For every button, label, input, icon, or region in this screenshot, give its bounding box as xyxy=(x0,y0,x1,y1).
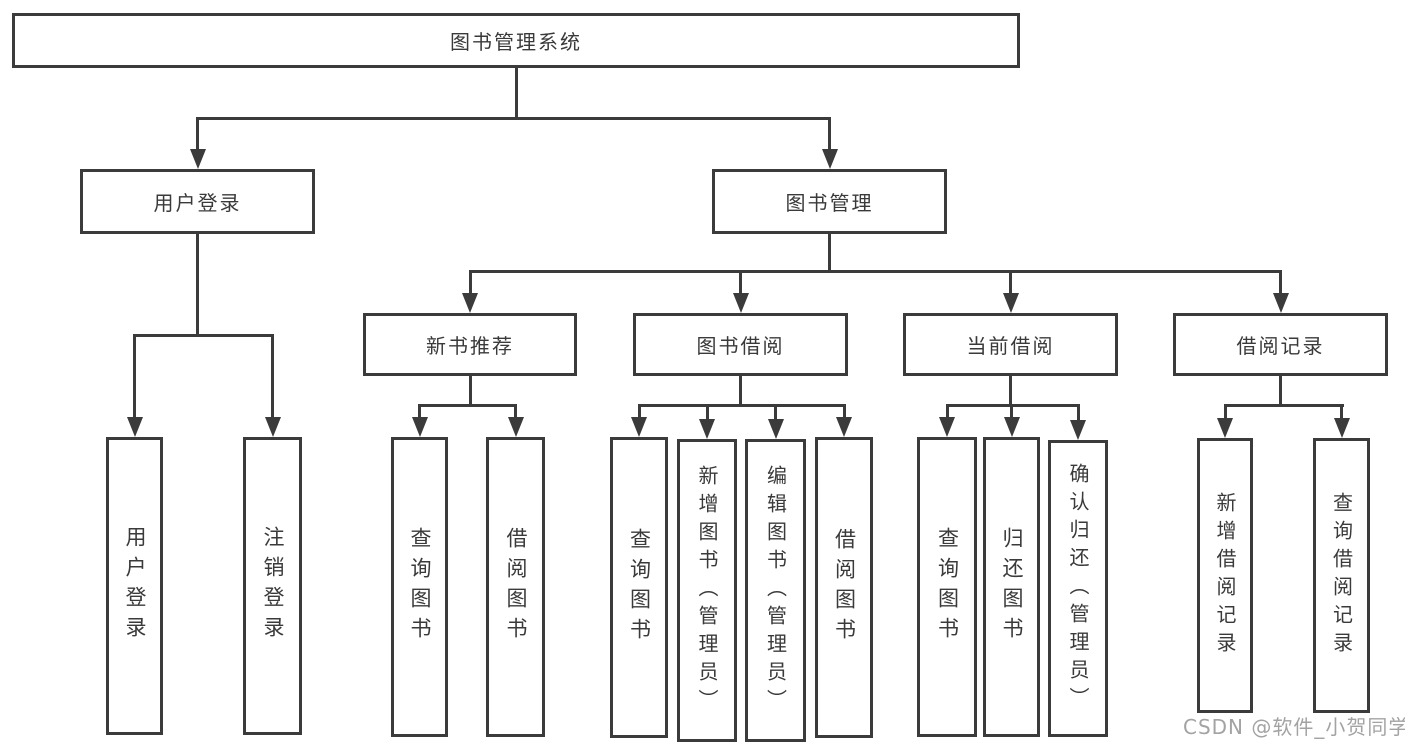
node-root: 图书管理系统 xyxy=(12,13,1020,68)
connector-v xyxy=(418,404,421,418)
leaf-label: 归还图书 xyxy=(1000,527,1024,647)
node-book-management: 图书管理 xyxy=(712,169,947,234)
leaf-label: 用户登录 xyxy=(123,526,147,646)
arrow-down-icon xyxy=(508,417,524,437)
leaf-borrow-books: 借阅图书 xyxy=(815,437,873,738)
leaf-label: 查询图书 xyxy=(627,527,652,648)
connector-v xyxy=(514,404,517,418)
leaf-query-books-recommend: 查询图书 xyxy=(391,437,448,737)
node-user-login: 用户登录 xyxy=(80,169,315,234)
arrow-down-icon xyxy=(699,419,715,439)
arrow-down-icon xyxy=(631,417,647,437)
connector-v xyxy=(1010,404,1013,418)
connector-h xyxy=(1224,404,1344,407)
arrow-down-icon xyxy=(768,419,784,439)
arrow-down-icon xyxy=(1273,293,1289,313)
connector-v xyxy=(739,270,742,294)
arrow-down-icon xyxy=(836,417,852,437)
connector-v xyxy=(469,376,472,407)
connector-v xyxy=(739,376,742,407)
node-label: 图书管理系统 xyxy=(450,30,582,54)
connector-v xyxy=(946,404,949,418)
node-label: 图书管理 xyxy=(785,191,874,215)
connector-h xyxy=(638,404,846,407)
connector-v xyxy=(271,334,274,418)
arrow-down-icon xyxy=(939,417,955,437)
leaf-label: 新增图书（管理员） xyxy=(695,464,719,717)
connector-v xyxy=(828,234,831,273)
connector-v xyxy=(1279,376,1282,407)
arrow-down-icon xyxy=(1003,293,1019,313)
connector-v xyxy=(133,334,136,418)
connector-v xyxy=(843,404,846,418)
leaf-query-books-current: 查询图书 xyxy=(917,437,977,737)
connector-h xyxy=(133,334,274,337)
arrow-down-icon xyxy=(733,293,749,313)
connector-v xyxy=(196,234,199,337)
connector-v xyxy=(196,117,199,150)
connector-v xyxy=(1224,404,1227,419)
csdn-watermark: CSDN @软件_小贺同学 xyxy=(1183,715,1405,739)
leaf-label: 编辑图书（管理员） xyxy=(763,464,788,717)
connector-v xyxy=(706,404,709,420)
leaf-label: 借阅图书 xyxy=(504,527,528,647)
leaf-add-books-admin: 新增图书（管理员） xyxy=(677,439,737,742)
leaf-label: 借阅图书 xyxy=(832,527,857,648)
node-label: 借阅记录 xyxy=(1236,334,1325,358)
connector-v xyxy=(1009,376,1012,407)
leaf-return-books: 归还图书 xyxy=(983,437,1040,737)
connector-h xyxy=(469,270,1282,273)
leaf-confirm-return-admin: 确认归还（管理员） xyxy=(1048,440,1108,737)
leaf-label: 查询借阅记录 xyxy=(1329,491,1354,660)
leaf-query-books-borrow: 查询图书 xyxy=(610,437,668,738)
leaf-label: 查询图书 xyxy=(408,527,432,647)
arrow-down-icon xyxy=(1070,420,1086,440)
arrow-down-icon xyxy=(1334,418,1350,438)
connector-v xyxy=(828,117,831,150)
connector-v xyxy=(1340,404,1343,419)
leaf-label: 新增借阅记录 xyxy=(1213,491,1237,660)
leaf-label: 查询图书 xyxy=(935,527,960,647)
leaf-add-borrow-record: 新增借阅记录 xyxy=(1197,438,1253,713)
node-book-borrow: 图书借阅 xyxy=(633,313,848,376)
connector-v xyxy=(515,68,518,120)
node-label: 新书推荐 xyxy=(426,334,514,358)
connector-v xyxy=(1077,404,1080,421)
connector-h xyxy=(946,404,1080,407)
connector-h xyxy=(418,404,517,407)
leaf-edit-books-admin: 编辑图书（管理员） xyxy=(745,439,806,742)
node-label: 当前借阅 xyxy=(966,334,1055,358)
node-current-borrow: 当前借阅 xyxy=(903,313,1118,376)
node-label: 图书借阅 xyxy=(696,334,785,358)
leaf-borrow-books-recommend: 借阅图书 xyxy=(486,437,545,737)
leaf-label: 确认归还（管理员） xyxy=(1066,462,1090,715)
leaf-user-login: 用户登录 xyxy=(106,437,163,735)
connector-v xyxy=(774,404,777,420)
node-label: 用户登录 xyxy=(153,191,242,215)
leaf-query-borrow-record: 查询借阅记录 xyxy=(1313,438,1370,713)
leaf-logout: 注销登录 xyxy=(243,437,302,735)
arrow-down-icon xyxy=(412,417,428,437)
arrow-down-icon xyxy=(127,417,143,437)
arrow-down-icon xyxy=(462,293,478,313)
node-borrow-records: 借阅记录 xyxy=(1173,313,1388,376)
connector-h xyxy=(196,117,831,120)
connector-v xyxy=(638,404,641,418)
arrow-down-icon xyxy=(1004,417,1020,437)
node-new-book-recommend: 新书推荐 xyxy=(363,313,577,376)
connector-v xyxy=(1009,270,1012,294)
arrow-down-icon xyxy=(265,417,281,437)
arrow-down-icon xyxy=(822,149,838,169)
arrow-down-icon xyxy=(190,149,206,169)
leaf-label: 注销登录 xyxy=(261,526,285,646)
arrow-down-icon xyxy=(1217,418,1233,438)
connector-v xyxy=(1279,270,1282,294)
connector-v xyxy=(469,270,472,294)
